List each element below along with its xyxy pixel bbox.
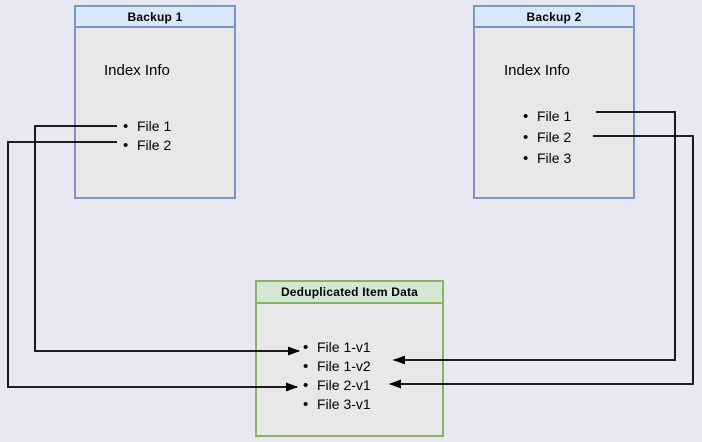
- list-item: File 1-v1: [303, 338, 371, 357]
- backup1-title: Backup 1: [76, 7, 234, 28]
- backup1-index-info-label: Index Info: [104, 62, 170, 79]
- backup2-title: Backup 2: [475, 7, 633, 28]
- dedup-file-list: File 1-v1 File 1-v2 File 2-v1 File 3-v1: [303, 338, 371, 414]
- list-item: File 1: [123, 117, 171, 136]
- backup2-file-list: File 1 File 2 File 3: [523, 106, 571, 169]
- list-item: File 3: [523, 148, 571, 169]
- dedup-title: Deduplicated Item Data: [257, 282, 442, 304]
- list-item: File 2: [123, 136, 171, 155]
- list-item: File 2: [523, 127, 571, 148]
- list-item: File 3-v1: [303, 395, 371, 414]
- dedup-box: Deduplicated Item Data File 1-v1 File 1-…: [255, 280, 444, 437]
- list-item: File 1-v2: [303, 357, 371, 376]
- backup2-box: Backup 2 Index Info File 1 File 2 File 3: [473, 5, 635, 199]
- list-item: File 2-v1: [303, 376, 371, 395]
- backup1-file-list: File 1 File 2: [123, 117, 171, 155]
- backup2-index-info-label: Index Info: [504, 62, 570, 79]
- backup1-box: Backup 1 Index Info File 1 File 2: [74, 5, 236, 199]
- list-item: File 1: [523, 106, 571, 127]
